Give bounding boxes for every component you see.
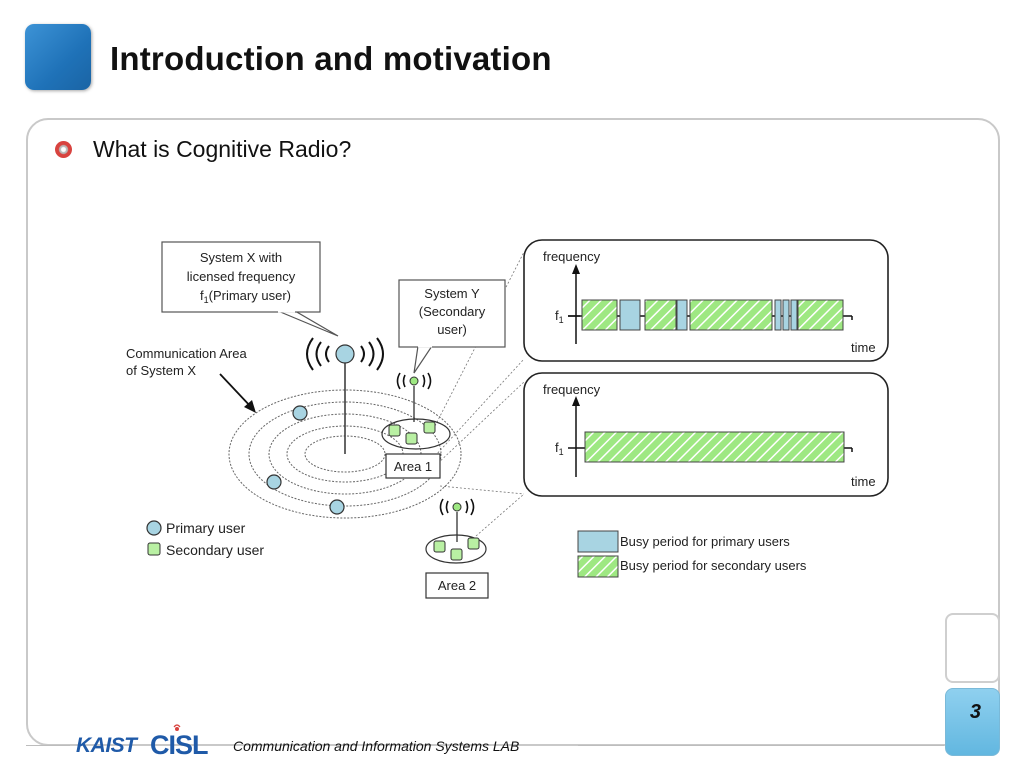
page-number: 3 [969,701,981,723]
area1-ellipse [381,418,451,450]
callout-x-line1: System X with [200,250,282,265]
callout-system-x: System X with licensed frequency f1(Prim… [161,241,339,337]
content-frame [26,118,1000,746]
footer-divider-left [26,745,70,746]
callout-system-y: System Y (Secondary user) [398,279,506,374]
callout-y-line1: System Y [424,286,480,301]
legend-busy-secondary-label: Busy period for secondary users [620,558,807,573]
comm-area-label-line1: Communication Area [126,346,247,361]
spectrum-panel-1: frequency f1 time [523,239,889,362]
panel1-ylabel: frequency [543,249,601,264]
footer-lab-name: Communication and Information Systems LA… [233,738,520,754]
area1-antenna-icon [396,372,432,422]
legend-busy-secondary-swatch [577,555,619,578]
title-decoration-square [25,24,91,90]
cisl-logo-mark-icon [173,724,181,731]
legend-primary-icon [146,520,162,536]
svg-text:f1: f1 [555,308,564,325]
legend-busy-primary-swatch [577,530,619,553]
area1-secondary-users [388,421,436,445]
area1-label: Area 1 [394,459,432,474]
area2-antenna-icon [439,498,475,542]
system-x-base-station-icon [306,337,384,454]
callout-y-line2: (Secondary [419,304,486,319]
svg-text:f1: f1 [555,440,564,457]
area2-label: Area 2 [438,578,476,593]
cognitive-radio-diagram: Communication Area of System X System X … [126,239,889,599]
svg-text:f1(Primary user): f1(Primary user) [200,288,291,305]
bullet-icon [55,141,72,158]
kaist-logo: KAIST [76,734,137,757]
side-blank-box [945,613,1000,683]
callout-y-line3: user) [437,322,467,337]
callout-x-sub: 1 [204,295,209,305]
spectrum-panel-2: frequency f1 time [523,372,889,497]
legend-secondary-label: Secondary user [166,542,264,558]
panel2-xlabel: time [851,474,876,489]
primary-users [266,405,345,515]
legend-secondary-icon [147,542,161,556]
page-title: Introduction and motivation [110,40,552,77]
panel2-ylabel: frequency [543,382,601,397]
area2-ellipse [425,534,487,564]
footer-divider-right [578,745,944,746]
area1-label-box [385,453,441,479]
bullet-text: What is Cognitive Radio? [93,136,352,162]
callout-x-f: f [200,288,204,303]
cisl-logo: CISL [150,730,209,760]
callout-x-primary: (Primary user) [209,288,291,303]
legend-primary-label: Primary user [166,520,246,536]
comm-area-label-line2: of System X [126,363,196,378]
comm-area-arrow [219,373,256,413]
page-number-box: 3 [945,688,1000,756]
area2-secondary-users [433,537,480,561]
callout-x-line2: licensed frequency [187,269,296,284]
panel1-xlabel: time [851,340,876,355]
legend-busy-primary-label: Busy period for primary users [620,534,790,549]
area2-label-box [425,572,489,599]
